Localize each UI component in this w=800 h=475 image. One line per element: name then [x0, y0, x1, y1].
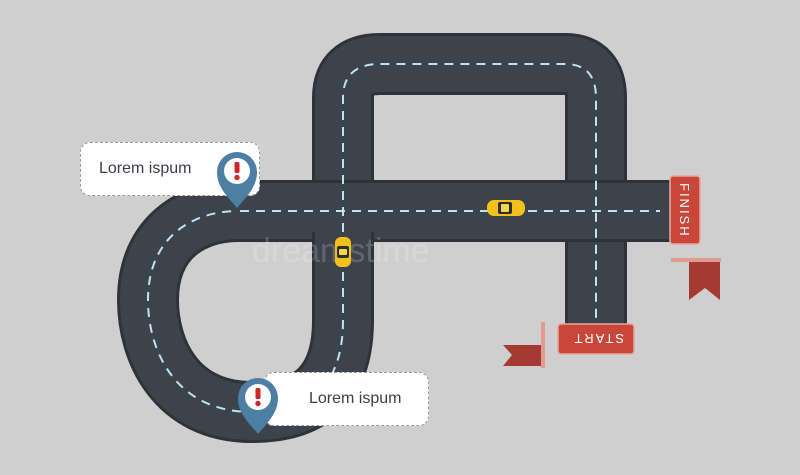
- flag-icon: [503, 345, 541, 366]
- start-flag: [503, 322, 545, 368]
- callout-top: Lorem ispum: [80, 142, 260, 196]
- callout-top-text: Lorem ispum: [99, 160, 192, 177]
- finish-flag: [671, 258, 721, 300]
- finish-sign: FINISH: [669, 175, 701, 245]
- callout-bottom: Lorem ispum: [264, 372, 429, 426]
- start-label: START: [573, 331, 624, 346]
- start-sign: START: [557, 323, 635, 355]
- car-horizontal: [487, 200, 525, 216]
- car-vertical: [335, 237, 351, 267]
- callout-bottom-text: Lorem ispum: [309, 390, 402, 407]
- finish-label: FINISH: [677, 183, 692, 238]
- flag-icon: [689, 262, 720, 300]
